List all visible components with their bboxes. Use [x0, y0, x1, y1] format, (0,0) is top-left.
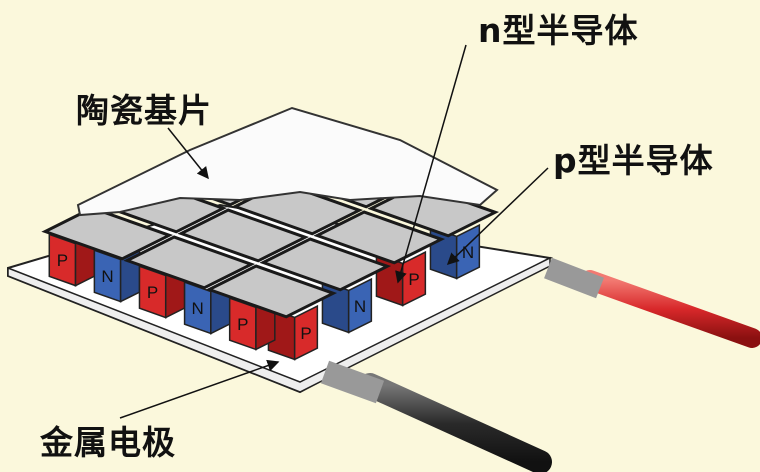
- red-wire: [544, 257, 760, 348]
- metal-electrode-tile: [177, 208, 310, 263]
- n-type-leader-line: [395, 44, 467, 284]
- metal-electrode-tile: [259, 237, 392, 292]
- electrode-leader-line: [119, 359, 280, 419]
- p-type-leader-line: [446, 167, 549, 266]
- black-wire: [320, 360, 552, 472]
- block-letter: P: [408, 270, 419, 289]
- block-letter: P: [237, 315, 248, 334]
- label-ceramic-substrate: 陶瓷基片: [76, 91, 212, 130]
- metal-electrode-tile: [123, 235, 256, 290]
- metal-electrode-tile: [41, 206, 174, 261]
- metal-electrode-tile: [205, 264, 338, 319]
- metal-electrode-tile: [313, 210, 446, 265]
- block-letter: P: [300, 324, 311, 343]
- block-letter: N: [192, 299, 204, 318]
- block-letter: N: [354, 297, 366, 316]
- black-wire-connector: [320, 360, 385, 404]
- top-ceramic-plate: [76, 106, 499, 217]
- label-n-type-semiconductor: n型半导体: [478, 11, 639, 50]
- label-p-type-semiconductor: p型半导体: [553, 141, 714, 180]
- block-letter: P: [57, 251, 68, 270]
- block-letter: P: [147, 283, 158, 302]
- ceramic-leader-line: [167, 127, 209, 180]
- red-wire-connector: [544, 257, 604, 299]
- block-letter: N: [101, 267, 113, 286]
- label-metal-electrode: 金属电极: [40, 423, 176, 462]
